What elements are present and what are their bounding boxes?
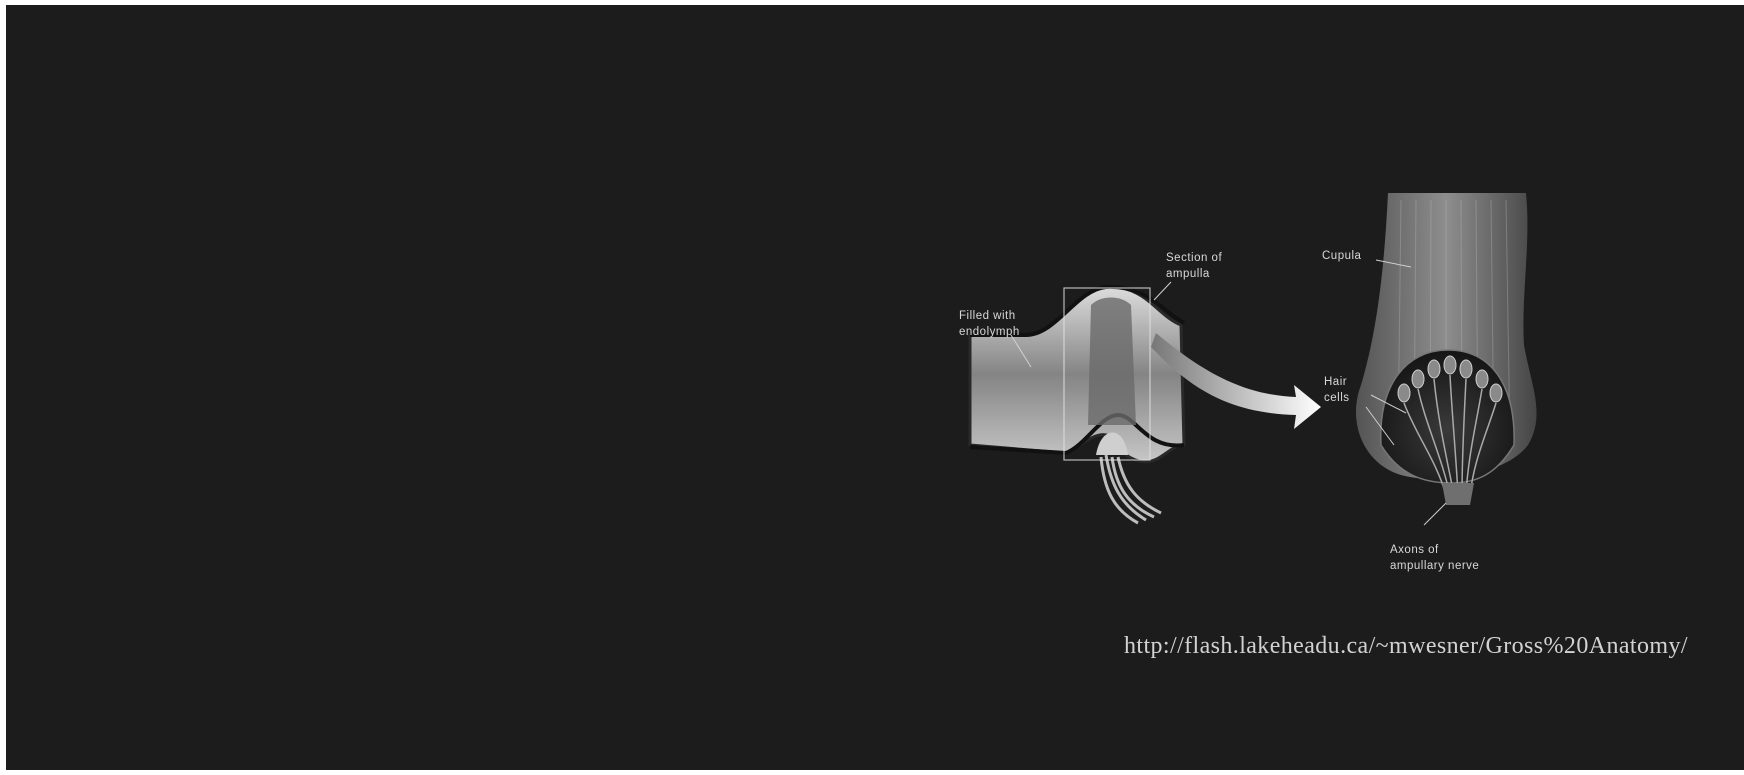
label-cupula: Cupula (1322, 250, 1362, 262)
label-hair-line2: cells (1324, 392, 1350, 404)
ampulla-cupula (1088, 298, 1136, 426)
label-section-of-ampulla: Section of ampulla (1166, 252, 1226, 280)
nerve-fibers (1101, 455, 1161, 523)
canal-illustration (970, 287, 1184, 523)
label-hair-line1: Hair (1324, 376, 1347, 388)
source-url: http://flash.lakeheadu.ca/~mwesner/Gross… (1124, 633, 1744, 660)
nerve-stalk (1442, 483, 1474, 505)
label-axons-line2: ampullary nerve (1390, 560, 1479, 572)
slide-background: Filled with endolymph Section of ampulla… (6, 5, 1744, 770)
label-filled-line2: endolymph (959, 326, 1020, 338)
cupula-illustration (1356, 193, 1537, 505)
label-filled-line1: Filled with (959, 310, 1016, 322)
label-axons-of-ampullary-nerve: Axons of ampullary nerve (1390, 544, 1479, 572)
label-section-line1: Section of (1166, 252, 1222, 264)
label-axons-line1: Axons of (1390, 544, 1439, 556)
label-section-line2: ampulla (1166, 268, 1210, 280)
label-filled-with-endolymph: Filled with endolymph (959, 310, 1020, 338)
label-hair-cells: Hair cells (1324, 376, 1351, 404)
